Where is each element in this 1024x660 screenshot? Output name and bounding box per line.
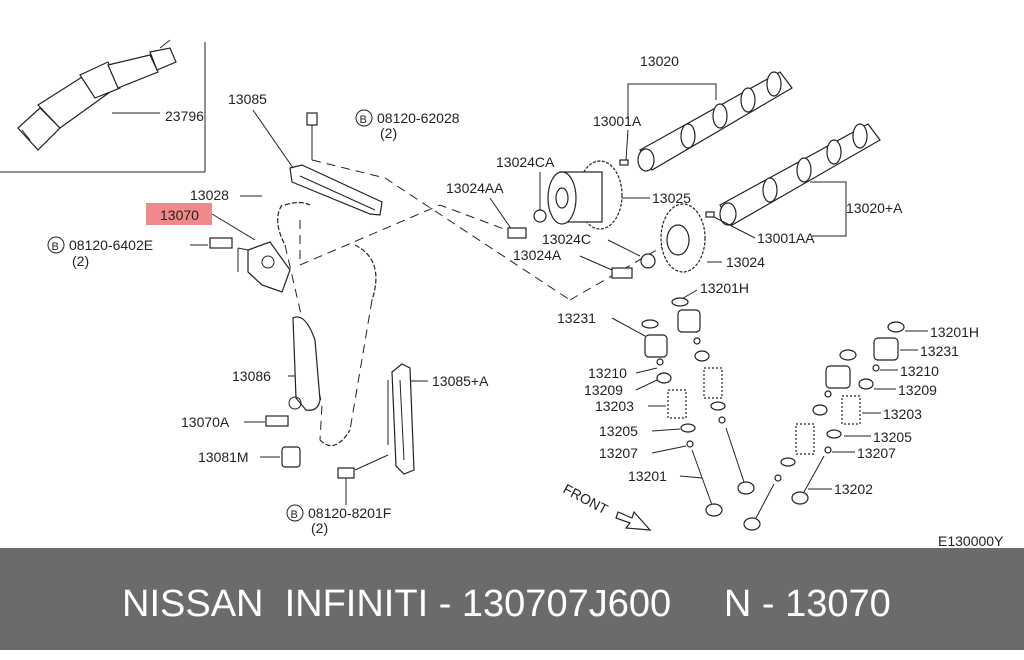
bolt-mark-b-62028: B xyxy=(360,114,367,126)
label-13020: 13020 xyxy=(640,53,679,69)
bolt-6402E-drawing xyxy=(209,237,233,249)
sensor-23796-drawing xyxy=(17,39,177,151)
bolt-mark-icon xyxy=(47,236,65,254)
valve-set-right-drawing xyxy=(743,321,905,531)
timing-chain-diagram: 23796 13085 B 08120-62028 (2) 13028 1307… xyxy=(0,39,1004,548)
chain-guide-13085-drawing xyxy=(289,164,383,216)
label-13070A: 13070A xyxy=(181,414,230,430)
label-13024C: 13024C xyxy=(542,231,591,247)
pin-13001AA-drawing xyxy=(705,211,715,218)
camshaft-13020A-drawing xyxy=(719,123,881,226)
label-08120-6402E: 08120-6402E xyxy=(69,237,153,253)
label-13203-right: 13203 xyxy=(883,406,922,422)
chain-guide-13085A-drawing xyxy=(391,363,415,475)
bolt-mark-icon xyxy=(286,504,304,522)
highlight-13070 xyxy=(146,203,212,225)
label-13024CA: 13024CA xyxy=(496,154,555,170)
label-08120-62028: 08120-62028 xyxy=(377,110,460,126)
label-13086: 13086 xyxy=(232,368,271,384)
label-13210-left: 13210 xyxy=(588,365,627,381)
front-arrow-icon xyxy=(615,510,652,531)
qty-08120-62028: (2) xyxy=(380,125,397,141)
label-13025: 13025 xyxy=(652,190,691,206)
label-13085A: 13085+A xyxy=(432,373,489,389)
label-13203-left: 13203 xyxy=(595,398,634,414)
label-13209-right: 13209 xyxy=(898,382,937,398)
bolt-13024A-drawing xyxy=(611,267,633,279)
label-13024A: 13024A xyxy=(513,247,562,263)
bolt-13024AA-drawing xyxy=(507,227,527,239)
label-13085: 13085 xyxy=(228,91,267,107)
footer-bar: NISSAN INFINITI - 130707J600 N - 13070 xyxy=(0,548,1024,650)
sprocket-13025-drawing xyxy=(547,160,623,230)
tensioner-13070-drawing xyxy=(237,241,291,293)
label-13201H-right: 13201H xyxy=(930,324,979,340)
bolt-13070A-drawing xyxy=(265,415,289,427)
part-number-caption: NISSAN INFINITI - 130707J600 N - 13070 xyxy=(122,583,891,625)
label-13210-right: 13210 xyxy=(900,363,939,379)
spacer-13081M-drawing xyxy=(281,446,301,468)
front-label: FRONT xyxy=(561,481,611,518)
bolt-8201F-drawing xyxy=(337,467,355,479)
label-13024AA: 13024AA xyxy=(446,180,504,196)
diagram-code: E130000Y xyxy=(938,533,1004,548)
label-13001AA: 13001AA xyxy=(757,230,815,246)
washer-13024C-drawing xyxy=(640,253,656,269)
label-13024: 13024 xyxy=(726,254,765,270)
label-13207-left: 13207 xyxy=(599,445,638,461)
label-13201H-left: 13201H xyxy=(700,280,749,296)
sprocket-13024-drawing xyxy=(660,203,706,273)
label-13202: 13202 xyxy=(834,481,873,497)
label-13205-right: 13205 xyxy=(873,429,912,445)
label-23796: 23796 xyxy=(165,108,204,124)
label-13070: 13070 xyxy=(160,207,199,223)
bolt-mark-b-6402E: B xyxy=(52,241,59,253)
label-08120-8201F: 08120-8201F xyxy=(308,505,391,521)
label-13020A: 13020+A xyxy=(846,200,903,216)
qty-08120-6402E: (2) xyxy=(72,253,89,269)
pin-13001A-drawing xyxy=(619,159,629,166)
bolt-62028-drawing xyxy=(306,112,318,126)
label-13209-left: 13209 xyxy=(584,382,623,398)
valve-set-left-drawing xyxy=(641,297,755,517)
label-13231-right: 13231 xyxy=(920,343,959,359)
label-13081M: 13081M xyxy=(198,449,249,465)
washer-13024CA-drawing xyxy=(533,209,547,223)
label-13207-right: 13207 xyxy=(857,445,896,461)
slack-guide-13086-drawing xyxy=(288,316,321,411)
label-13205-left: 13205 xyxy=(599,423,638,439)
bolt-mark-icon xyxy=(355,109,373,127)
label-13201: 13201 xyxy=(628,468,667,484)
camshaft-13020-drawing xyxy=(637,71,793,172)
qty-08120-8201F: (2) xyxy=(311,520,328,536)
timing-chain-13028-drawing xyxy=(277,201,377,447)
label-13231-left: 13231 xyxy=(557,310,596,326)
bolt-mark-b-8201F: B xyxy=(291,509,298,521)
label-13028: 13028 xyxy=(190,187,229,203)
label-13001A: 13001A xyxy=(593,113,642,129)
inset-frame xyxy=(0,42,206,173)
